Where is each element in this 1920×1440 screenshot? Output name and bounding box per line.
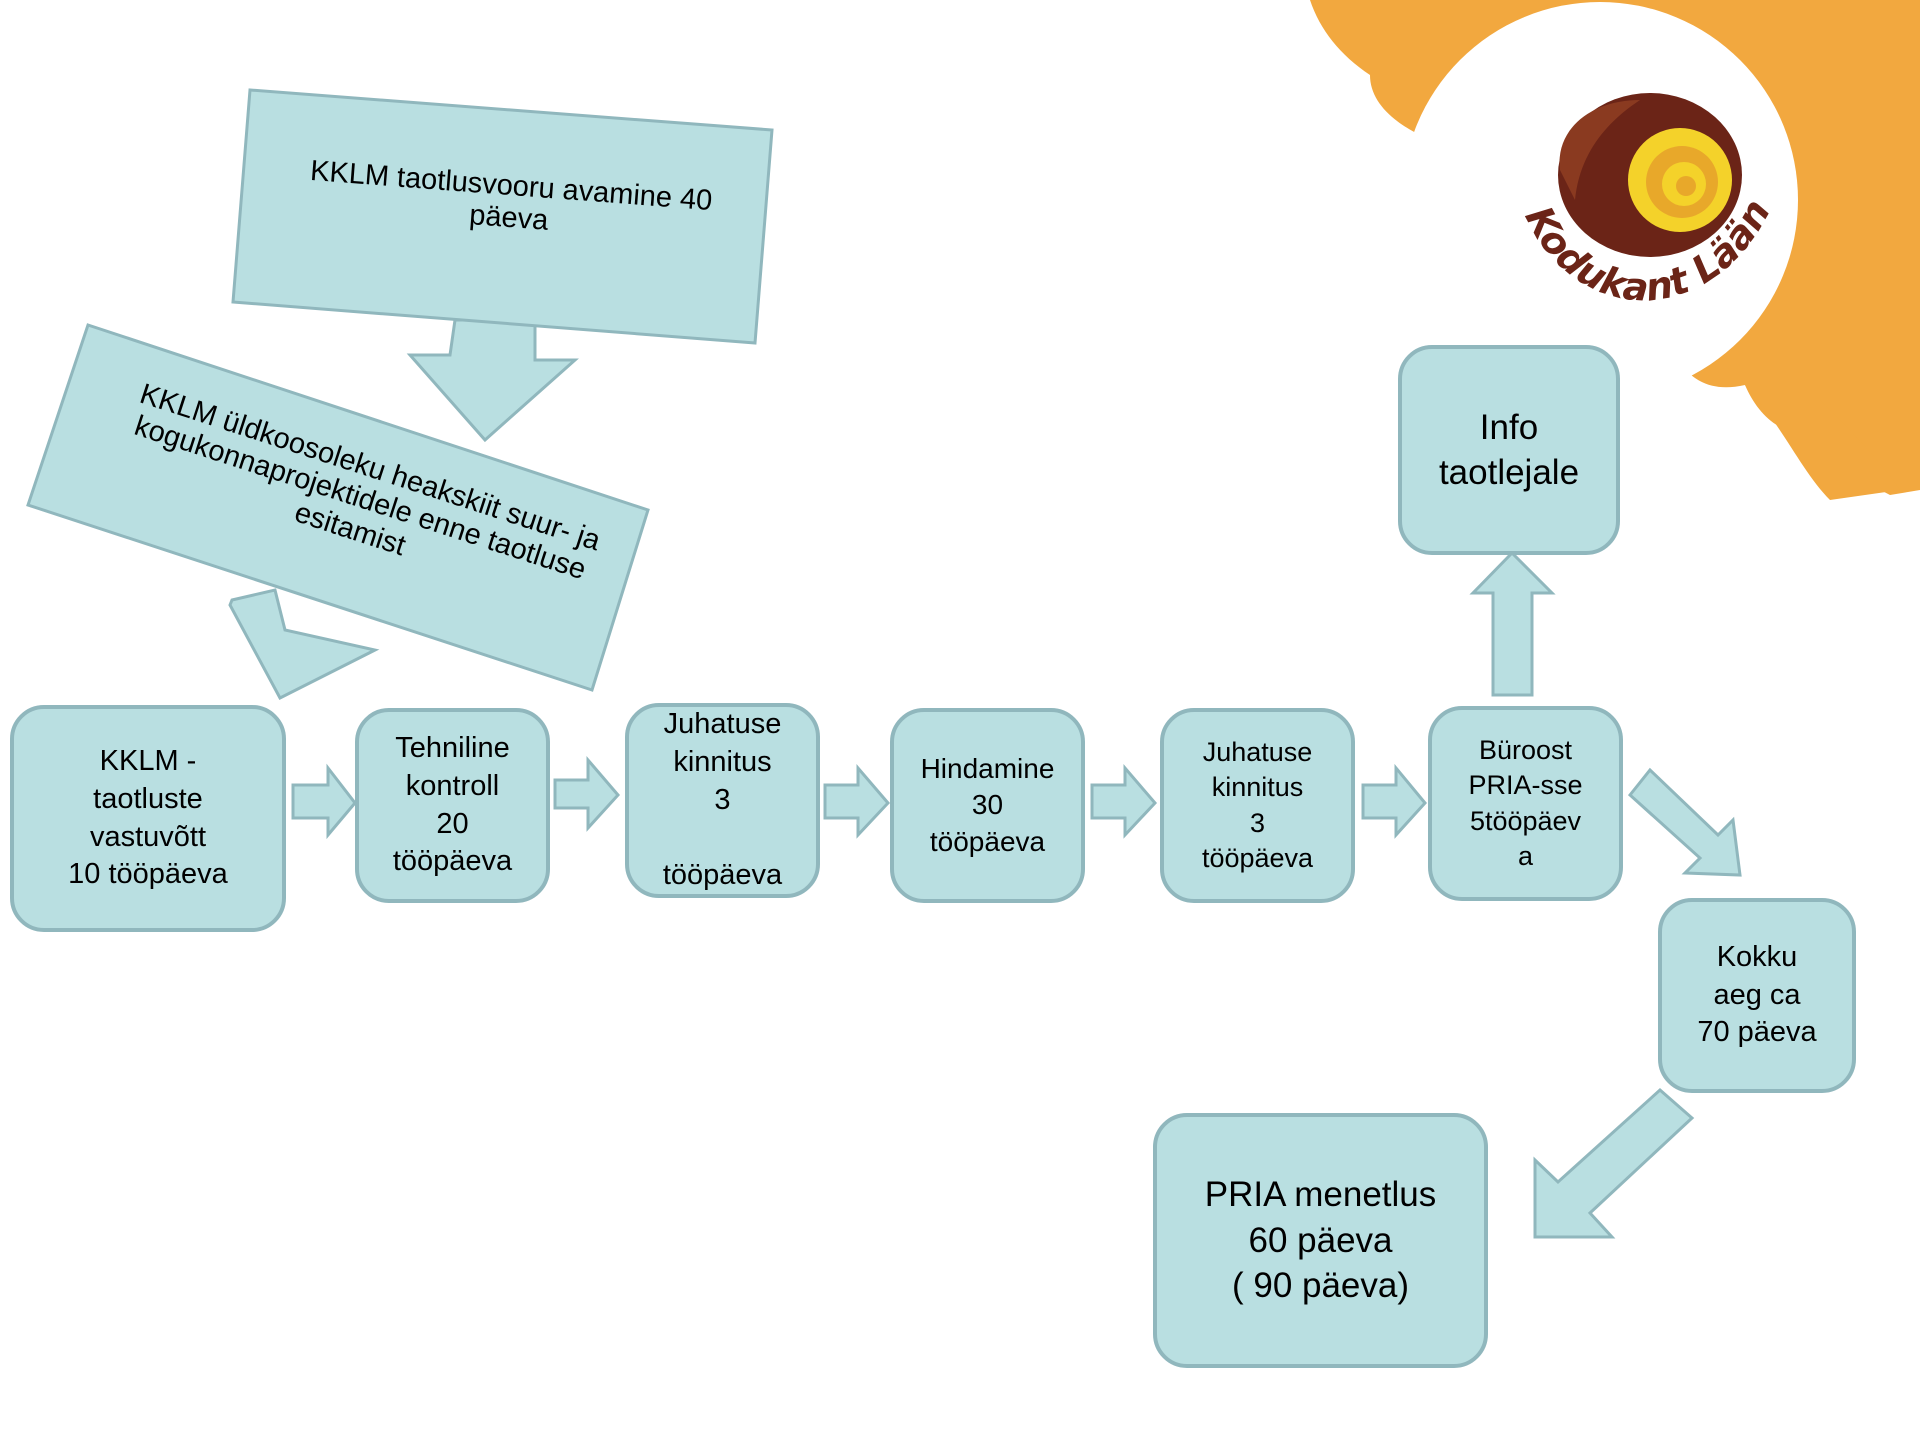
total-time-box: Kokku aeg ca 70 päeva: [1658, 898, 1856, 1093]
snail-shell-icon: [1558, 93, 1742, 257]
arrow-step5-step6: [1361, 763, 1427, 839]
arrow-step1-step2: [291, 763, 357, 840]
callout-middle-shape: [26, 323, 650, 692]
callout-top-shape: [231, 88, 774, 345]
pria-procedure-box: PRIA menetlus 60 päeva ( 90 päeva): [1153, 1113, 1488, 1368]
arrow-to-pria: [1533, 1087, 1695, 1239]
info-applicant-box: Info taotlejale: [1398, 345, 1620, 555]
arrow-step4-step5: [1090, 763, 1158, 839]
step-board-approval-2: Juhatuse kinnitus 3 tööpäeva: [1160, 708, 1355, 903]
arrow-up-info: [1469, 550, 1556, 697]
step-office-to-pria: Büroost PRIA-sse 5tööpäev a: [1428, 706, 1623, 901]
step-technical-check: Tehniline kontroll 20 tööpäeva: [355, 708, 550, 903]
sun-ray-bottom: [1740, 380, 1900, 500]
arrow-step2-step3: [553, 755, 621, 832]
arrow-to-total: [1627, 767, 1742, 877]
step-intake: KKLM - taotluste vastuvõtt 10 tööpäeva: [10, 705, 286, 932]
step-evaluation: Hindamine 30 tööpäeva: [890, 708, 1085, 903]
down-arrow-middle: [228, 588, 380, 700]
step-board-approval-1: Juhatuse kinnitus 3 tööpäeva: [625, 703, 820, 898]
arrow-step3-step4: [823, 763, 891, 839]
